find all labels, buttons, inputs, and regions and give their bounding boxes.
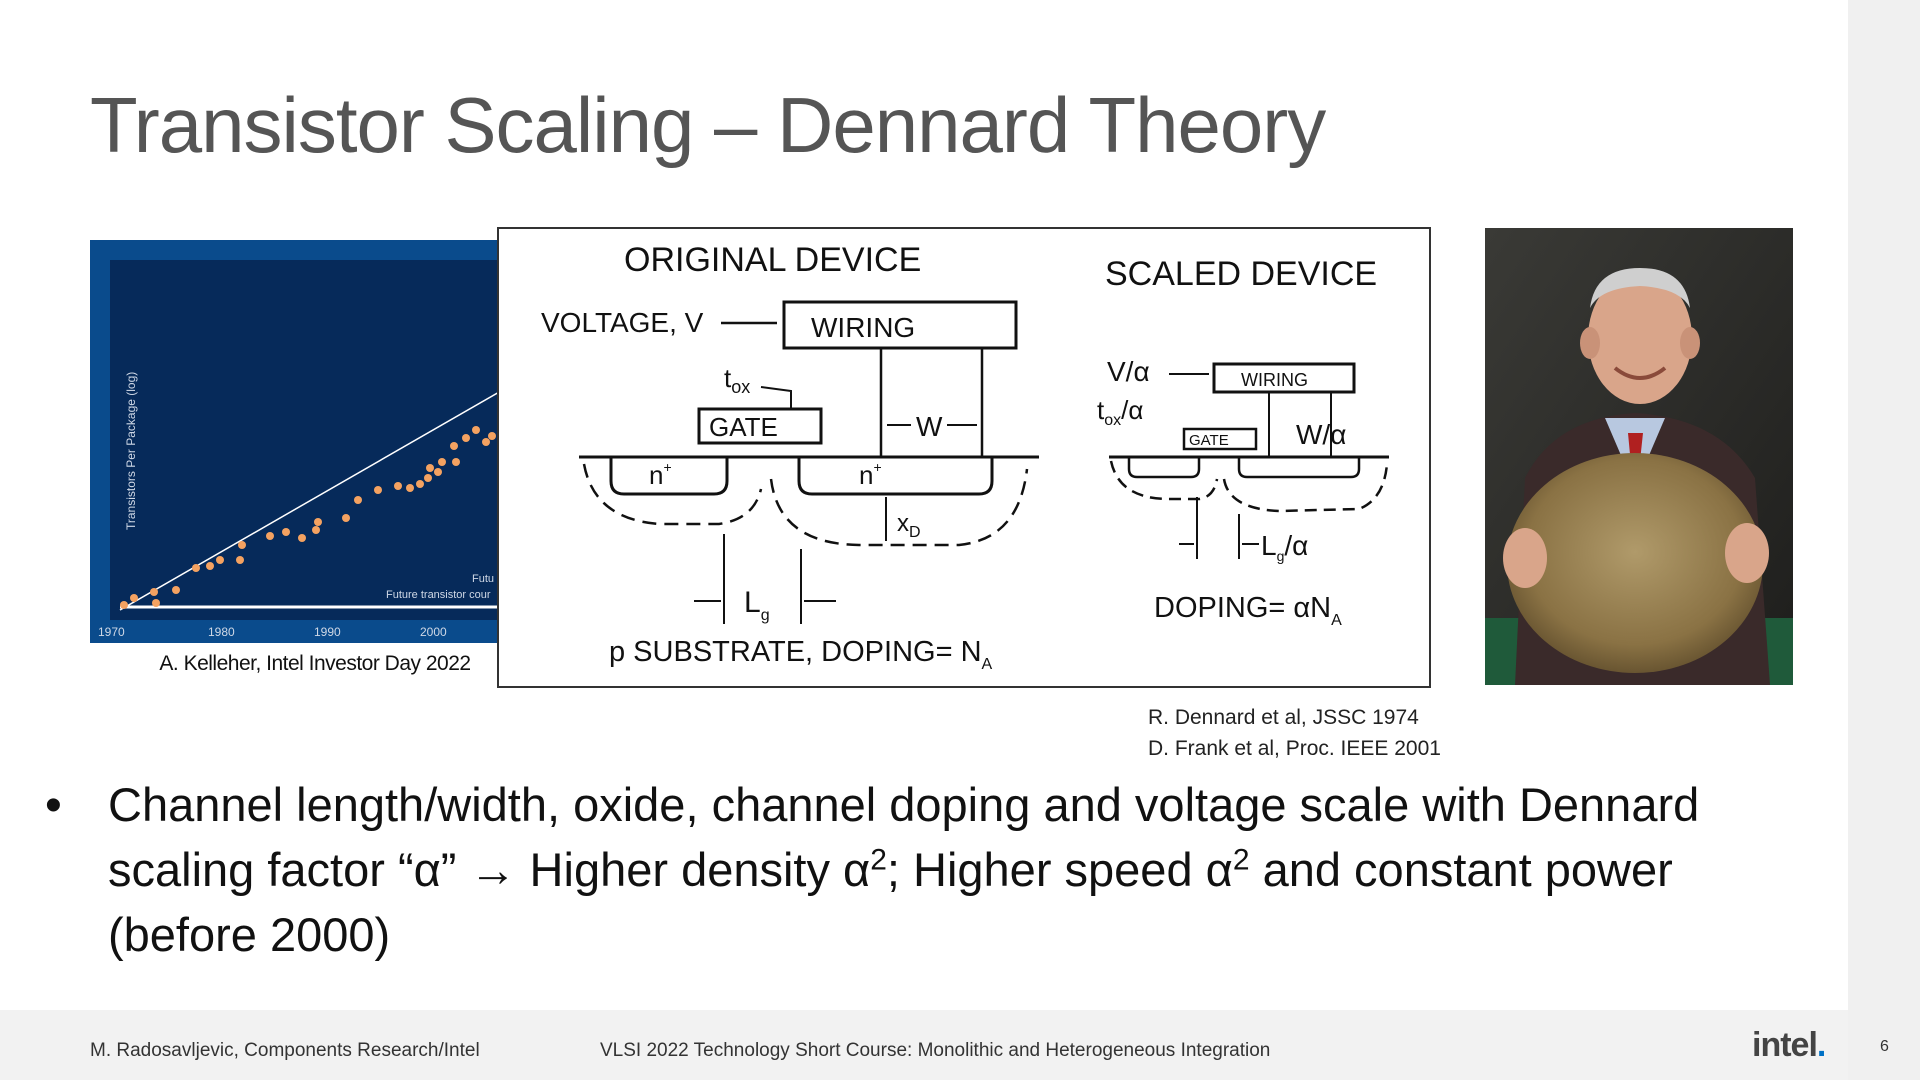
bullet-dot: • bbox=[45, 779, 62, 832]
gate-label: GATE bbox=[709, 412, 778, 442]
xd-label: xD bbox=[897, 510, 921, 541]
bullet-line-2a: scaling factor “α” bbox=[108, 843, 470, 896]
intel-logo: intel. bbox=[1752, 1026, 1826, 1064]
footer-author: M. Radosavljevic, Components Research/In… bbox=[90, 1040, 480, 1061]
arrow-right-icon: → bbox=[469, 843, 517, 896]
n-plus-left: n+ bbox=[649, 459, 672, 490]
v-alpha-label: V/α bbox=[1107, 356, 1150, 387]
chart-xtick: 2000 bbox=[420, 625, 447, 639]
chart-legend-1: Futu bbox=[472, 573, 494, 585]
page-number: 6 bbox=[1880, 1038, 1889, 1055]
bullet-line-3: (before 2000) bbox=[108, 908, 391, 961]
references: R. Dennard et al, JSSC 1974 D. Frank et … bbox=[1148, 702, 1441, 764]
w-label: W bbox=[916, 411, 943, 442]
chart-xtick: 1990 bbox=[314, 625, 341, 639]
superscript: 2 bbox=[1232, 843, 1250, 877]
substrate-label: p SUBSTRATE, DOPING= NA bbox=[609, 636, 993, 673]
chart-xtick: 1980 bbox=[208, 625, 235, 639]
photo-dennard-with-wafer bbox=[1485, 228, 1793, 685]
scaled-device-title: SCALED DEVICE bbox=[1105, 255, 1377, 293]
lg-label: Lg bbox=[744, 586, 770, 624]
slide: Transistor Scaling – Dennard Theory Tran… bbox=[0, 81, 1848, 1080]
bullet-line-1: Channel length/width, oxide, channel dop… bbox=[108, 778, 1700, 831]
scaled-wiring-label: WIRING bbox=[1241, 370, 1308, 390]
transistor-chart: Transistors Per Package (log) Futu Futur… bbox=[90, 240, 520, 643]
chart-dots bbox=[120, 412, 512, 609]
dennard-diagram: ORIGINAL DEVICE VOLTAGE, V WIRING tox GA… bbox=[497, 227, 1431, 688]
bullet-line-2d: and constant power bbox=[1249, 843, 1673, 896]
chart-xtick: 1970 bbox=[98, 625, 125, 639]
footer-course: VLSI 2022 Technology Short Course: Monol… bbox=[600, 1040, 1271, 1061]
chart-caption: A. Kelleher, Intel Investor Day 2022 bbox=[159, 652, 471, 675]
chart-legend-2: Future transistor cour bbox=[386, 589, 491, 601]
right-gutter bbox=[1848, 0, 1920, 1080]
n-plus-right: n+ bbox=[859, 459, 882, 490]
footer-bar bbox=[0, 1010, 1848, 1080]
tox-alpha-label: tox/α bbox=[1097, 395, 1143, 429]
slide-title: Transistor Scaling – Dennard Theory bbox=[90, 81, 1326, 169]
superscript: 2 bbox=[870, 843, 887, 877]
bullet-line-2c: ; Higher speed α bbox=[886, 843, 1233, 896]
voltage-label: VOLTAGE, V bbox=[541, 307, 704, 338]
doping-label: DOPING= αNA bbox=[1154, 592, 1342, 629]
wiring-label: WIRING bbox=[811, 312, 915, 343]
w-alpha-label: W/α bbox=[1296, 419, 1346, 450]
lg-alpha-label: Lg/α bbox=[1261, 530, 1308, 564]
bullet-text: Channel length/width, oxide, channel dop… bbox=[108, 772, 1828, 967]
original-device-title: ORIGINAL DEVICE bbox=[624, 241, 921, 279]
reference-item: D. Frank et al, Proc. IEEE 2001 bbox=[1148, 737, 1441, 760]
reference-item: R. Dennard et al, JSSC 1974 bbox=[1148, 706, 1419, 729]
tox-label: tox bbox=[724, 363, 750, 397]
scaled-gate-label: GATE bbox=[1189, 432, 1229, 449]
chart-ylabel: Transistors Per Package (log) bbox=[124, 372, 138, 530]
bullet-line-2b: Higher density α bbox=[516, 843, 871, 896]
